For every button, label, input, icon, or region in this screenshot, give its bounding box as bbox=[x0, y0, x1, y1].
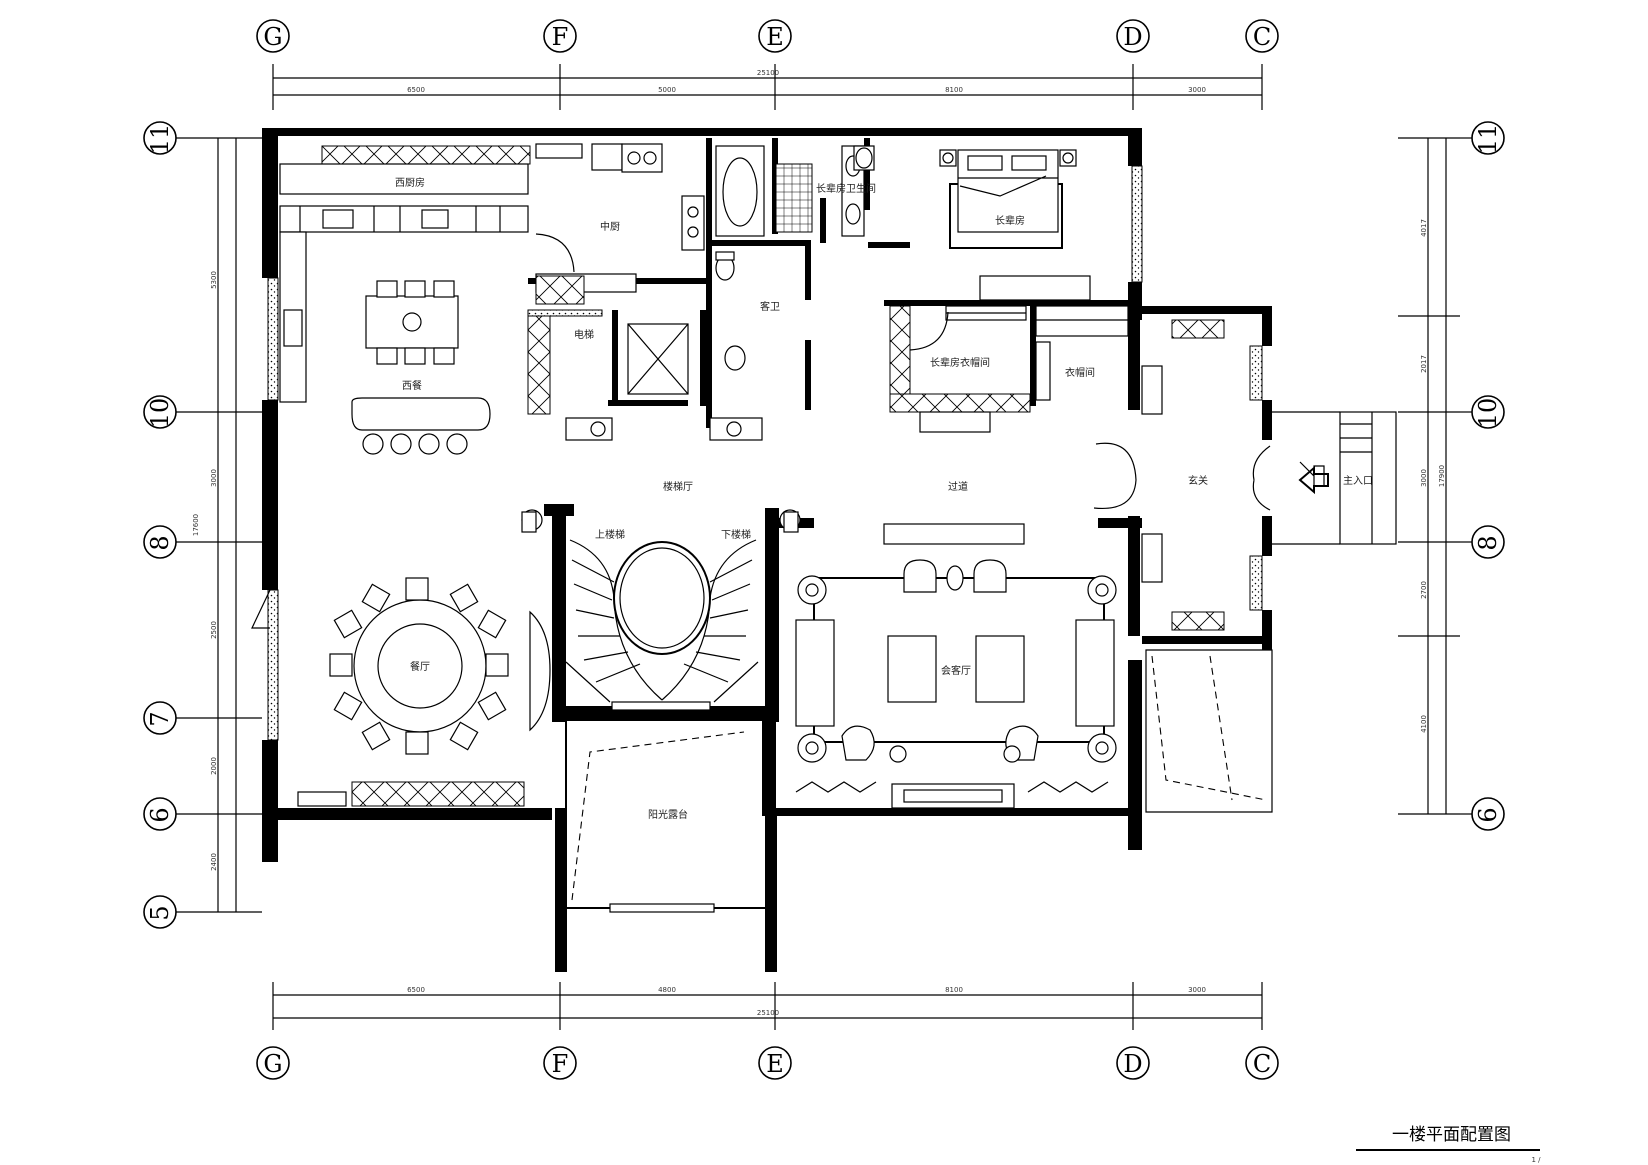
grid-col-label: D bbox=[1123, 1050, 1142, 1078]
dim-left-5: 2400 bbox=[210, 853, 218, 871]
grid-col-label: E bbox=[766, 23, 784, 51]
elevator-core: 电梯 客卫 bbox=[527, 251, 780, 441]
room-label-breakfast: 西餐 bbox=[402, 379, 422, 392]
porch bbox=[1145, 649, 1273, 813]
room-label-master-bedroom: 长辈房 bbox=[995, 214, 1025, 227]
grid-col-label: D bbox=[1123, 23, 1142, 51]
dimension-left: 5300 3000 2500 2000 2400 17600 bbox=[192, 137, 262, 913]
room-label-walk-in-closet: 长辈房衣帽间 bbox=[930, 356, 990, 369]
dim-bottom-3: 8100 bbox=[945, 986, 963, 994]
room-label-master-bath: 长辈房卫生间 bbox=[816, 182, 876, 195]
grid-col-label: E bbox=[766, 1050, 784, 1078]
grid-bubbles-bottom: G F E D C bbox=[256, 1046, 1279, 1080]
room-label-entrance: 主入口 bbox=[1343, 475, 1373, 487]
room-label-guest-wc: 客卫 bbox=[760, 300, 780, 313]
master-bath: 长辈房卫生间 bbox=[715, 145, 876, 237]
dim-bottom-2: 4800 bbox=[658, 986, 676, 994]
grid-row-label: 7 bbox=[146, 711, 174, 726]
grid-row-label: 6 bbox=[146, 807, 174, 822]
dim-top-total: 25100 bbox=[757, 69, 779, 77]
room-label-stair-hall: 楼梯厅 bbox=[663, 480, 693, 493]
grid-col-label: C bbox=[1253, 23, 1271, 51]
dim-right-total: 17900 bbox=[1438, 465, 1446, 487]
grid-row-label: 5 bbox=[146, 905, 174, 920]
dimension-right: 4017 2017 3000 2700 4100 17900 bbox=[1398, 137, 1460, 815]
dim-left-total: 17600 bbox=[192, 514, 200, 536]
grid-row-label: 11 bbox=[146, 124, 174, 155]
room-label-elevator: 电梯 bbox=[574, 328, 594, 341]
dim-top-1: 6500 bbox=[407, 86, 425, 94]
room-label-terrace: 阳光露台 bbox=[648, 808, 688, 821]
grid-row-label: 8 bbox=[146, 535, 174, 550]
grid-row-label: 8 bbox=[1474, 535, 1502, 550]
staircase: 上楼梯 下楼梯 楼梯厅 过道 bbox=[521, 480, 968, 711]
grid-row-label: 11 bbox=[1474, 124, 1502, 155]
grid-col-label: G bbox=[263, 1050, 282, 1078]
grid-bubbles-left: 11 10 8 7 6 5 bbox=[143, 121, 205, 929]
dim-left-3: 2500 bbox=[210, 621, 218, 639]
living-room: 会客厅 bbox=[795, 523, 1117, 809]
dimension-top: 25100 6500 5000 8100 3000 bbox=[272, 64, 1263, 110]
room-label-chinese-kitchen: 中厨 bbox=[600, 220, 620, 233]
dim-right-1: 4017 bbox=[1420, 219, 1428, 237]
exterior-walls bbox=[262, 128, 1272, 972]
room-label-corridor: 过道 bbox=[948, 480, 968, 493]
grid-bubbles-top: G F E D C bbox=[256, 19, 1279, 53]
room-label-foyer: 玄关 bbox=[1188, 474, 1208, 487]
grid-col-label: F bbox=[552, 23, 569, 51]
dim-bottom-4: 3000 bbox=[1188, 986, 1206, 994]
grid-col-label: F bbox=[552, 1050, 569, 1078]
closets: 长辈房衣帽间 衣帽间 bbox=[889, 305, 1129, 433]
dim-left-1: 5300 bbox=[210, 271, 218, 289]
grid-col-label: C bbox=[1253, 1050, 1271, 1078]
room-label-dining: 餐厅 bbox=[410, 660, 430, 673]
dim-bottom-1: 6500 bbox=[407, 986, 425, 994]
terrace: 阳光露台 bbox=[565, 719, 767, 913]
dim-bottom-total: 25100 bbox=[757, 1009, 779, 1017]
dim-top-2: 5000 bbox=[658, 86, 676, 94]
room-label-western-kitchen: 西厨房 bbox=[395, 176, 425, 189]
dim-right-4: 2700 bbox=[1420, 581, 1428, 599]
room-label-living: 会客厅 bbox=[941, 664, 971, 677]
drawing-title-block: 一楼平面配置图 1 / bbox=[1356, 1125, 1541, 1164]
dim-left-2: 3000 bbox=[210, 469, 218, 487]
room-label-stair-down: 下楼梯 bbox=[721, 528, 751, 541]
dim-top-4: 3000 bbox=[1188, 86, 1206, 94]
dim-right-3: 3000 bbox=[1420, 469, 1428, 487]
dining-room: 餐厅 bbox=[251, 577, 551, 807]
grid-col-label: G bbox=[263, 23, 282, 51]
chinese-kitchen: 中厨 bbox=[535, 143, 705, 305]
grid-row-label: 10 bbox=[1474, 398, 1502, 429]
dim-top-3: 8100 bbox=[945, 86, 963, 94]
grid-row-label: 10 bbox=[146, 398, 174, 429]
western-kitchen: 西厨房 bbox=[279, 145, 531, 403]
room-label-stair-up: 上楼梯 bbox=[595, 528, 625, 541]
grid-bubbles-right: 11 10 8 6 bbox=[1460, 121, 1505, 831]
dim-right-5: 4100 bbox=[1420, 715, 1428, 733]
drawing-title: 一楼平面配置图 bbox=[1392, 1125, 1511, 1145]
interior-walls bbox=[527, 138, 1142, 816]
drawing-scale: 1 / bbox=[1531, 1156, 1541, 1164]
master-bedroom: 长辈房 bbox=[939, 149, 1091, 301]
dim-left-4: 2000 bbox=[210, 757, 218, 775]
room-label-closet: 衣帽间 bbox=[1065, 366, 1095, 379]
breakfast-area: 西餐 bbox=[351, 280, 491, 455]
grid-row-label: 6 bbox=[1474, 807, 1502, 822]
dim-right-2: 2017 bbox=[1420, 355, 1428, 373]
dimension-bottom: 6500 4800 8100 3000 25100 bbox=[272, 982, 1263, 1030]
foyer: 玄关 主入口 bbox=[1093, 319, 1397, 631]
